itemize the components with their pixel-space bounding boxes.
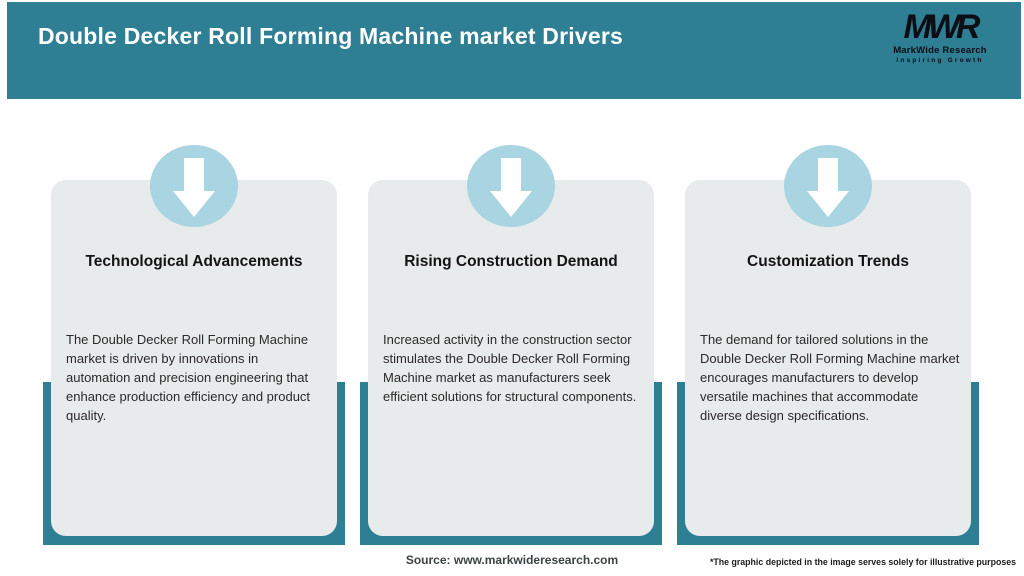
driver-card-rising-construction-demand: Rising Construction Demand Increased act… <box>360 144 662 545</box>
down-arrow-icon <box>173 158 215 217</box>
card-body: Rising Construction Demand Increased act… <box>368 180 654 536</box>
logo-tagline: Inspiring Growth <box>896 57 984 64</box>
down-arrow-icon <box>490 158 532 217</box>
disclaimer-text: *The graphic depicted in the image serve… <box>709 557 1016 567</box>
down-arrow-badge <box>150 145 238 227</box>
card-body: Customization Trends The demand for tail… <box>685 180 971 536</box>
card-body: Technological Advancements The Double De… <box>51 180 337 536</box>
logo-name: MarkWide Research <box>893 45 987 56</box>
card-description: Increased activity in the construction s… <box>383 332 637 404</box>
down-arrow-icon <box>807 158 849 217</box>
down-arrow-badge <box>784 145 872 227</box>
driver-card-technological-advancements: Technological Advancements The Double De… <box>43 144 345 545</box>
down-arrow-badge <box>467 145 555 227</box>
card-title: Rising Construction Demand <box>404 253 618 270</box>
card-description: The demand for tailored solutions in the… <box>700 332 960 423</box>
header-bar: Double Decker Roll Forming Machine marke… <box>7 2 1021 99</box>
mwr-logo-icon: MWR <box>903 8 981 46</box>
driver-card-customization-trends: Customization Trends The demand for tail… <box>677 144 979 545</box>
card-title: Technological Advancements <box>85 253 303 270</box>
markwide-logo: MWR MarkWide Research Inspiring Growth <box>875 10 1005 64</box>
source-text: Source: www.markwideresearch.com <box>405 553 619 567</box>
card-title: Customization Trends <box>747 253 909 270</box>
card-description: The Double Decker Roll Forming Machine m… <box>66 332 311 423</box>
page-title: Double Decker Roll Forming Machine marke… <box>38 23 623 49</box>
